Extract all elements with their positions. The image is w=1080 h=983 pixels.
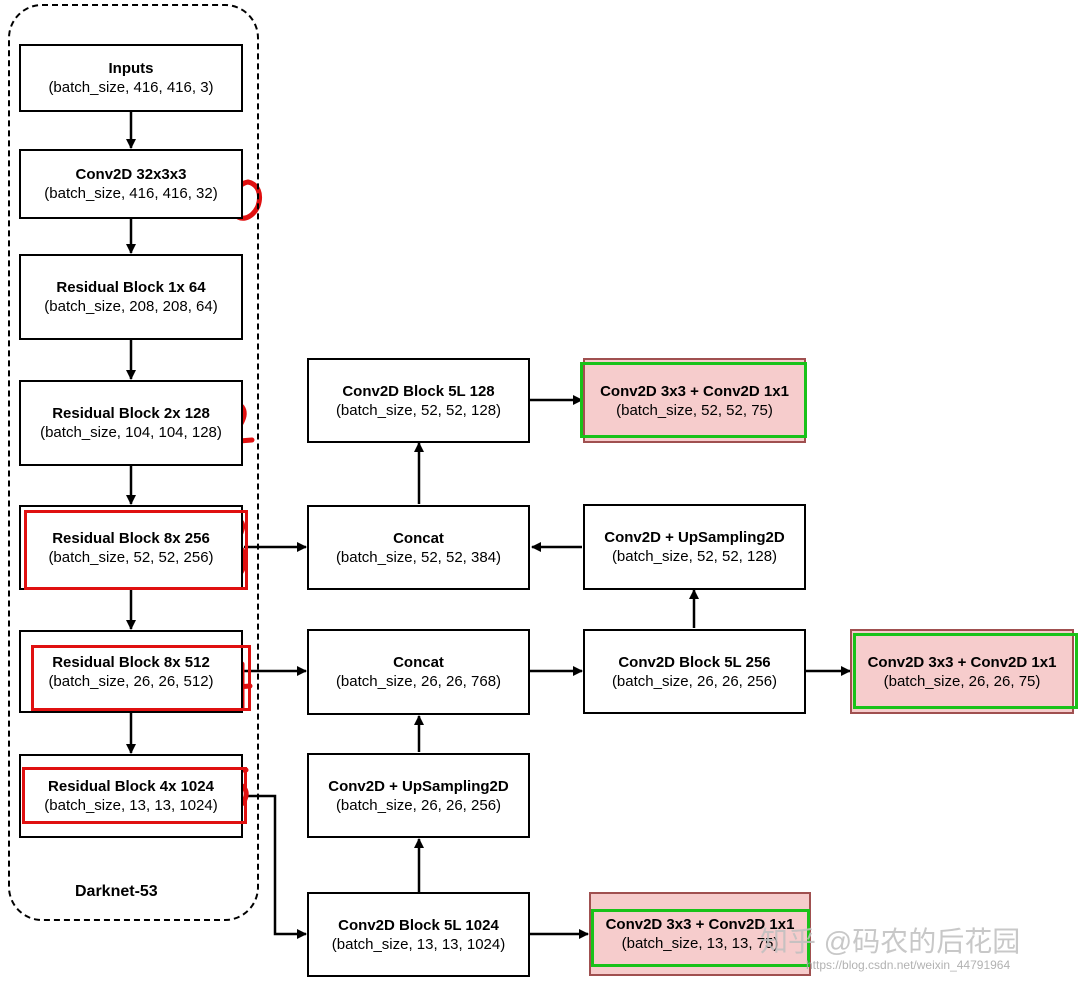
block-conv2d-32: Conv2D 32x3x3 (batch_size, 416, 416, 32) [19,149,243,219]
block-conv2d-block-5l-256: Conv2D Block 5L 256 (batch_size, 26, 26,… [583,629,806,714]
block-shape: (batch_size, 26, 26, 256) [335,796,502,814]
darknet-label: Darknet-53 [75,883,158,900]
block-residual-8x-512: Residual Block 8x 512 (batch_size, 26, 2… [19,630,243,713]
block-shape: (batch_size, 26, 26, 256) [611,672,778,690]
block-title: Residual Block 4x 1024 [48,778,214,795]
block-title: Residual Block 8x 512 [52,653,210,671]
block-shape: (batch_size, 13, 13, 1024) [44,797,218,814]
block-title: Concat [393,654,444,671]
annotation-box-3 [24,510,248,590]
block-shape: (batch_size, 13, 13, 1024) [331,935,506,953]
block-conv2d-block-5l-1024: Conv2D Block 5L 1024 (batch_size, 13, 13… [307,892,530,977]
block-title: Inputs [108,60,154,77]
block-shape: (batch_size, 26, 26, 768) [335,673,502,690]
block-shape: (batch_size, 52, 52, 128) [335,401,502,419]
block-title: Conv2D Block 5L 1024 [338,916,499,934]
watermark-main: 知乎 @码农的后花园 [760,926,1021,957]
block-residual-1x: Residual Block 1x 64 (batch_size, 208, 2… [19,254,243,340]
block-concat-768: Concat (batch_size, 26, 26, 768) [307,629,530,715]
block-upsampling-26: Conv2D + UpSampling2D (batch_size, 26, 2… [307,753,530,838]
output-highlight-13 [591,909,810,967]
block-upsampling-52: Conv2D + UpSampling2D (batch_size, 52, 5… [583,504,806,590]
annotation-box-4 [31,645,251,711]
block-title: Conv2D 3x3 + Conv2D 1x1 [600,382,789,400]
block-shape: (batch_size, 26, 26, 75) [883,672,1041,690]
block-conv2d-block-5l-128: Conv2D Block 5L 128 (batch_size, 52, 52,… [307,358,530,443]
block-title: Residual Block 1x 64 [56,279,206,296]
block-title: Conv2D Block 5L 256 [618,653,771,671]
annotation-box-5 [22,767,247,824]
block-shape: (batch_size, 13, 13, 75) [621,935,779,952]
block-title: Conv2D + UpSampling2D [328,777,509,795]
block-shape: (batch_size, 416, 416, 32) [44,185,218,202]
block-inputs: Inputs (batch_size, 416, 416, 3) [19,44,243,112]
output-highlight-52 [580,362,807,438]
block-shape: (batch_size, 52, 52, 75) [616,401,773,419]
watermark-url: https://blog.csdn.net/weixin_44791964 [806,958,1011,972]
block-residual-2x: Residual Block 2x 128 (batch_size, 104, … [19,380,243,466]
block-title: Conv2D + UpSampling2D [604,529,785,546]
output-head-13: Conv2D 3x3 + Conv2D 1x1 (batch_size, 13,… [589,892,811,976]
darknet-container [8,4,259,921]
block-title: Residual Block 8x 256 [52,529,210,547]
output-head-26: Conv2D 3x3 + Conv2D 1x1 (batch_size, 26,… [850,629,1074,714]
arrow-res4-cb1024 [244,794,307,939]
block-concat-384: Concat (batch_size, 52, 52, 384) [307,505,530,590]
block-shape: (batch_size, 208, 208, 64) [44,298,218,315]
block-title: Concat [393,529,444,547]
output-highlight-26 [853,633,1078,709]
block-shape: (batch_size, 104, 104, 128) [40,424,222,441]
block-title: Residual Block 2x 128 [52,405,210,422]
block-title: Conv2D Block 5L 128 [342,382,495,400]
block-title: Conv2D 3x3 + Conv2D 1x1 [867,653,1057,671]
block-title: Conv2D 3x3 + Conv2D 1x1 [605,916,795,933]
output-head-52: Conv2D 3x3 + Conv2D 1x1 (batch_size, 52,… [583,358,806,443]
block-shape: (batch_size, 26, 26, 512) [48,672,214,690]
block-shape: (batch_size, 52, 52, 384) [335,548,502,566]
block-shape: (batch_size, 52, 52, 128) [611,548,778,565]
block-title: Conv2D 32x3x3 [75,166,187,183]
block-shape: (batch_size, 416, 416, 3) [48,79,214,96]
block-shape: (batch_size, 52, 52, 256) [48,548,214,566]
